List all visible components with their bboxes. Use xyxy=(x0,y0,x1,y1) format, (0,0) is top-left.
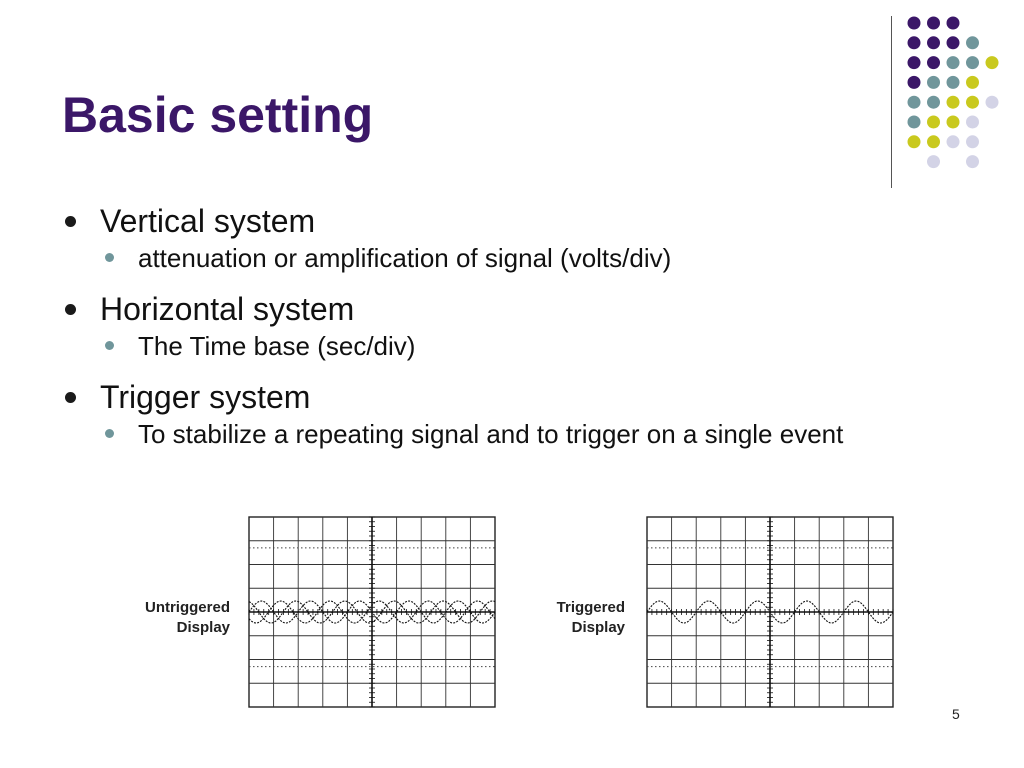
deco-dot xyxy=(946,36,960,50)
deco-dot xyxy=(927,16,940,30)
waveform-trace xyxy=(248,600,496,624)
label-line: Untriggered xyxy=(144,599,230,616)
deco-dot xyxy=(966,155,979,169)
bullet-vertical-system: Vertical system attenuation or amplifica… xyxy=(62,200,942,274)
decorative-dot-grid xyxy=(907,16,999,169)
deco-dot xyxy=(927,56,940,70)
deco-dot xyxy=(946,75,960,89)
title-divider-line xyxy=(891,16,892,188)
deco-dot xyxy=(927,75,940,89)
deco-dot xyxy=(907,95,921,109)
deco-dot xyxy=(927,115,940,129)
deco-dot xyxy=(907,56,921,70)
untriggered-display-label: Untriggered Display xyxy=(118,598,230,638)
deco-dot xyxy=(946,16,960,30)
deco-dot xyxy=(966,36,979,50)
bullet-horizontal-system: Horizontal system The Time base (sec/div… xyxy=(62,288,942,362)
waveform-trace xyxy=(248,600,496,624)
deco-dot xyxy=(966,115,979,129)
waveform-trace xyxy=(248,600,496,624)
bullet-text: Horizontal system xyxy=(100,291,355,327)
deco-dot xyxy=(927,95,940,109)
triggered-display-label: Triggered Display xyxy=(520,598,625,638)
deco-dot xyxy=(966,75,979,89)
label-line: Triggered xyxy=(556,599,625,616)
waveform-trace xyxy=(646,600,894,624)
deco-dot xyxy=(927,36,940,50)
deco-dot xyxy=(907,16,921,30)
deco-dot xyxy=(946,95,960,109)
page-number: 5 xyxy=(952,706,960,722)
deco-dot xyxy=(927,135,940,149)
bullet-trigger-system: Trigger system To stabilize a repeating … xyxy=(62,376,942,450)
untriggered-oscilloscope-screen xyxy=(248,516,496,708)
slide-title: Basic setting xyxy=(62,87,374,143)
sub-bullet-stabilize: To stabilize a repeating signal and to t… xyxy=(100,418,942,450)
deco-dot xyxy=(946,56,960,70)
deco-dot xyxy=(985,56,999,70)
deco-dot xyxy=(966,56,979,70)
label-line: Display xyxy=(571,619,625,636)
deco-dot xyxy=(927,155,940,169)
deco-dot xyxy=(946,115,960,129)
deco-dot xyxy=(907,75,921,89)
deco-dot xyxy=(907,36,921,50)
deco-dot xyxy=(985,95,999,109)
deco-dot xyxy=(907,115,921,129)
deco-dot xyxy=(946,135,960,149)
triggered-oscilloscope-screen xyxy=(646,516,894,708)
bullet-list: Vertical system attenuation or amplifica… xyxy=(62,200,942,450)
deco-dot xyxy=(966,95,979,109)
bullet-text: Trigger system xyxy=(100,379,311,415)
sub-bullet-time-base: The Time base (sec/div) xyxy=(100,330,942,362)
label-line: Display xyxy=(176,619,230,636)
bullet-text: Vertical system xyxy=(100,203,316,239)
deco-dot xyxy=(907,135,921,149)
deco-dot xyxy=(966,135,979,149)
sub-bullet-attenuation: attenuation or amplification of signal (… xyxy=(100,242,942,274)
